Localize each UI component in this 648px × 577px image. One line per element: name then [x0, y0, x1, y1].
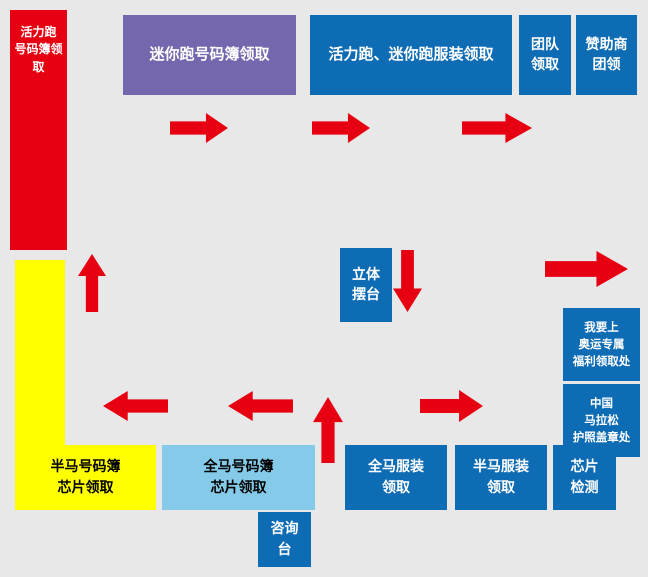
flow-arrow-up-icon	[313, 397, 343, 463]
station-label-line: 奥运专属	[578, 337, 625, 352]
station-label-line: 芯片领取	[210, 479, 267, 496]
flow-arrow-right-icon	[420, 390, 483, 422]
flow-arrow-right-icon	[170, 113, 228, 143]
station-half-marathon-apparel: 半马服装 领取	[455, 445, 547, 510]
station-label-line: 护照盖章处	[572, 429, 631, 444]
station-vitality-run-bib: 活力跑 号码簿领取	[10, 10, 67, 250]
station-label-line: 芯片领取	[57, 479, 114, 496]
station-chip-check: 芯片 检测	[553, 445, 616, 510]
flow-arrow-right-icon	[545, 251, 628, 287]
station-label-line: 全马号码簿	[203, 459, 274, 476]
station-label-line: 立体	[352, 266, 380, 283]
flow-arrow-up-icon	[78, 254, 106, 312]
station-label-line: 领取	[382, 479, 410, 496]
station-label-line: 团队	[531, 36, 559, 53]
station-full-marathon-apparel: 全马服装 领取	[345, 445, 447, 510]
station-vitality-mini-apparel: 活力跑、迷你跑服装领取	[310, 15, 512, 95]
station-label-line: 赞助商	[585, 36, 628, 53]
station-label-line: 活力跑、迷你跑服装领取	[328, 45, 494, 64]
station-half-marathon-bib-chip: 半马号码簿 芯片领取	[15, 445, 156, 510]
station-label-line: 团领	[592, 57, 621, 73]
station-label-line: 半马号码簿	[50, 459, 121, 476]
station-label-line: 领取	[531, 57, 559, 73]
station-info-desk: 咨询 台	[258, 512, 311, 567]
station-label-line: 中国	[590, 396, 613, 411]
station-passport-stamp: 中国 马拉松 护照盖章处	[563, 384, 640, 457]
station-label-line: 全马服装	[368, 459, 424, 476]
station-label-line: 领取	[487, 479, 515, 496]
station-label-line: 活力跑	[20, 25, 57, 39]
station-label-line: 马拉松	[584, 413, 619, 428]
station-label-line: 我要上	[584, 320, 619, 335]
station-label-line: 半马服装	[473, 459, 529, 476]
station-label-line: 摆台	[352, 287, 380, 303]
station-olympic-benefit: 我要上 奥运专属 福利领取处	[563, 308, 640, 381]
flow-arrow-down-icon	[393, 250, 422, 312]
station-mini-run-bib: 迷你跑号码簿领取	[123, 15, 296, 95]
flow-arrow-left-icon	[103, 391, 168, 421]
station-label-line: 迷你跑号码簿领取	[149, 45, 270, 64]
station-label-line: 芯片	[570, 459, 599, 476]
station-team-pickup: 团队 领取	[519, 15, 571, 95]
station-sponsor-group-pickup: 赞助商 团领	[576, 15, 637, 95]
station-label-line: 检测	[570, 479, 599, 496]
station-label-line: 福利领取处	[572, 353, 631, 368]
station-display-stand: 立体 摆台	[340, 248, 392, 322]
station-full-marathon-bib-chip: 全马号码簿 芯片领取	[162, 445, 315, 510]
flow-arrow-right-icon	[312, 113, 370, 143]
station-label-line: 咨询	[270, 521, 299, 538]
station-label-line: 台	[277, 541, 292, 558]
flow-arrow-left-icon	[228, 391, 293, 421]
flow-arrow-right-icon	[462, 113, 532, 143]
station-label-line: 号码簿领取	[14, 42, 63, 74]
